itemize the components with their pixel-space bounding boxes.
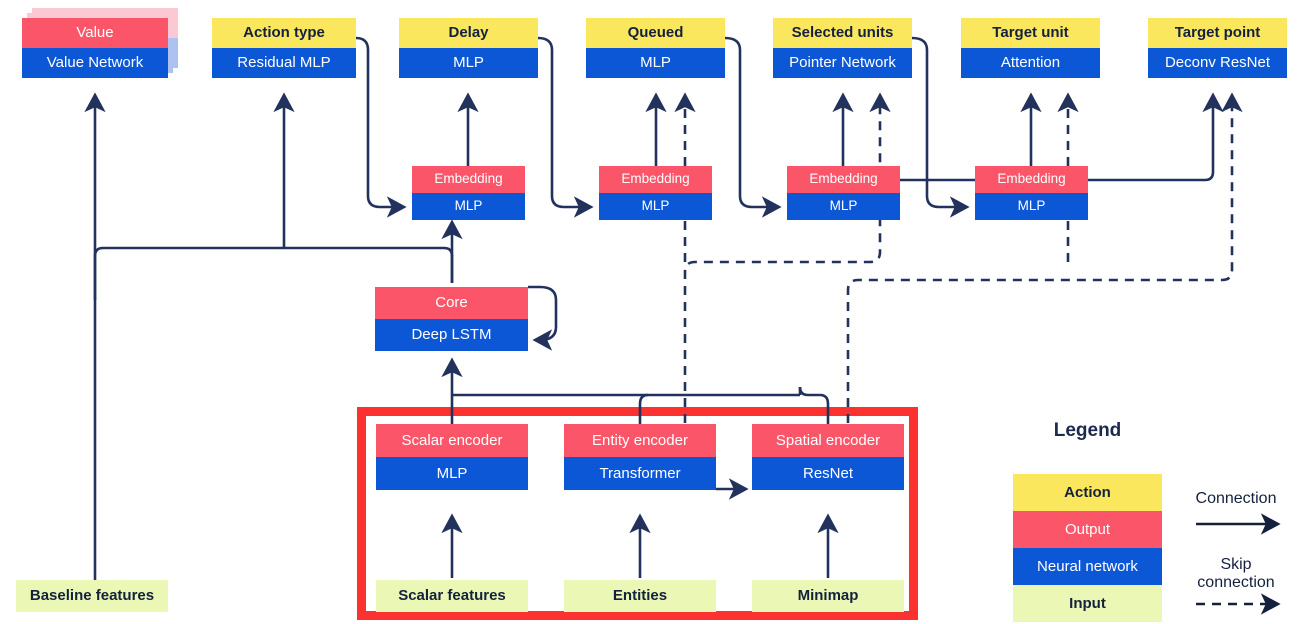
head-node-delay-action-band: Delay — [399, 18, 538, 48]
core-node-title-band: Core — [375, 287, 528, 319]
head-node-selected-units-action-band: Selected units — [773, 18, 912, 48]
encoder-node-scalar-encoder-network-band: MLP — [376, 457, 528, 490]
head-node-target-unit-action-band: Target unit — [961, 18, 1100, 48]
legend-key-dashed: Skip connection — [1197, 556, 1275, 592]
legend-swatch-action: Action — [1013, 474, 1162, 511]
legend-key-solid: Connection — [1195, 490, 1277, 507]
head-node-target-unit-network-band: Attention — [961, 48, 1100, 78]
head-node-queued-action-band: Queued — [586, 18, 725, 48]
head-node-delay-network-band: MLP — [399, 48, 538, 78]
input-node-minimap: Minimap — [752, 580, 904, 612]
embedding-node-4-network-band: MLP — [975, 193, 1088, 220]
embedding-node-4-title-band: Embedding — [975, 166, 1088, 193]
head-node-target-point-action-band: Target point — [1148, 18, 1287, 48]
embedding-node-2-title-band: Embedding — [599, 166, 712, 193]
core-node-network-band: Deep LSTM — [375, 319, 528, 351]
embedding-node-3-title-band: Embedding — [787, 166, 900, 193]
input-node-entities: Entities — [564, 580, 716, 612]
head-node-value-title-band: Value — [22, 18, 168, 48]
embedding-node-1-network-band: MLP — [412, 193, 525, 220]
input-node-minimap-label-band: Minimap — [752, 580, 904, 612]
input-node-baseline-features-label-band: Baseline features — [16, 580, 168, 612]
legend-title: Legend — [1053, 420, 1122, 441]
head-node-action-type-network-band: Residual MLP — [212, 48, 356, 78]
encoder-node-spatial-encoder-title-band: Spatial encoder — [752, 424, 904, 457]
encoder-node-scalar-encoder-title-band: Scalar encoder — [376, 424, 528, 457]
head-node-target-point-network-band: Deconv ResNet — [1148, 48, 1287, 78]
legend-swatch-output: Output — [1013, 511, 1162, 548]
head-node-selected-units-network-band: Pointer Network — [773, 48, 912, 78]
encoder-node-entity-encoder-title-band: Entity encoder — [564, 424, 716, 457]
input-node-baseline-features: Baseline features — [16, 580, 168, 612]
input-node-scalar-features-label-band: Scalar features — [376, 580, 528, 612]
encoder-node-entity-encoder-network-band: Transformer — [564, 457, 716, 490]
legend-swatch-input: Input — [1013, 585, 1162, 622]
encoder-node-spatial-encoder-network-band: ResNet — [752, 457, 904, 490]
embedding-node-2-network-band: MLP — [599, 193, 712, 220]
legend-swatch-neural-network: Neural network — [1013, 548, 1162, 585]
embedding-node-1-title-band: Embedding — [412, 166, 525, 193]
head-node-queued-network-band: MLP — [586, 48, 725, 78]
input-node-entities-label-band: Entities — [564, 580, 716, 612]
encoder-highlight-box — [357, 407, 918, 620]
embedding-node-3-network-band: MLP — [787, 193, 900, 220]
head-node-action-type-action-band: Action type — [212, 18, 356, 48]
input-node-scalar-features: Scalar features — [376, 580, 528, 612]
head-node-value-network-band: Value Network — [22, 48, 168, 78]
